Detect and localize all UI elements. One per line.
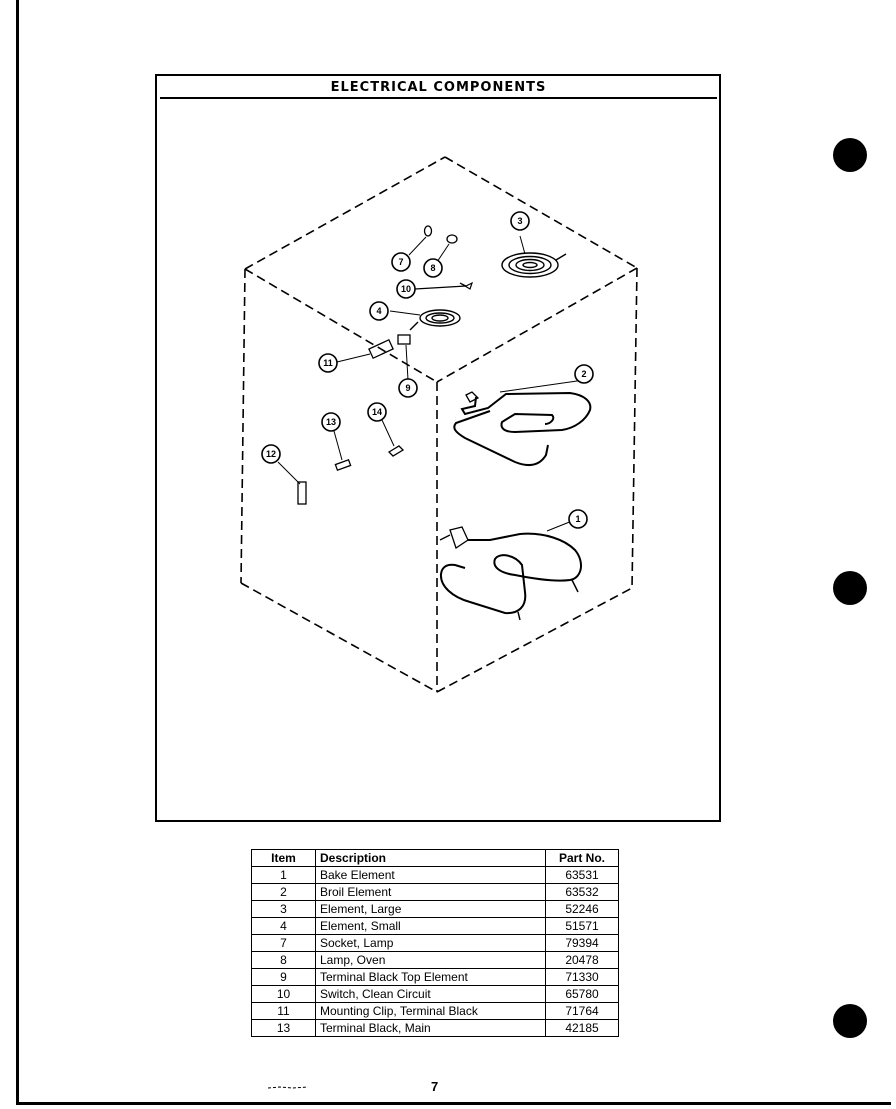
broil-element xyxy=(453,379,592,467)
cell-part-no: 71764 xyxy=(545,1002,619,1020)
cabinet-left-edge xyxy=(240,268,246,584)
cell-description: Socket, Lamp xyxy=(315,934,546,952)
cell-item: 9 xyxy=(251,968,316,986)
callout-circles xyxy=(261,211,594,529)
surface-element-large xyxy=(501,235,567,278)
cell-item: 7 xyxy=(251,934,316,952)
parts-table-header: Item Description Part No. xyxy=(251,849,619,867)
table-row: 9 Terminal Black Top Element 71330 xyxy=(251,968,619,986)
parts-table: Item Description Part No. 1 Bake Element… xyxy=(251,849,619,1037)
callout-8 xyxy=(423,258,443,278)
cell-part-no: 71330 xyxy=(545,968,619,986)
cell-description: Mounting Clip, Terminal Black xyxy=(315,1002,546,1020)
diagram-frame xyxy=(155,74,721,822)
callout-label-3: 3 xyxy=(517,216,522,226)
cabinet-top-back-left-edge xyxy=(244,156,446,270)
cell-description: Terminal Black, Main xyxy=(315,1019,546,1037)
header-description: Description xyxy=(315,849,546,867)
cell-part-no: 65780 xyxy=(545,985,619,1003)
page-number: 7 xyxy=(431,1079,439,1094)
callout-label-10: 10 xyxy=(401,284,411,294)
cell-item: 2 xyxy=(251,883,316,901)
cell-description: Terminal Black Top Element xyxy=(315,968,546,986)
cell-description: Broil Element xyxy=(315,883,546,901)
cabinet-right-edge xyxy=(631,267,638,589)
cell-item: 1 xyxy=(251,866,316,884)
callout-11 xyxy=(318,353,338,373)
cell-item: 13 xyxy=(251,1019,316,1037)
callout-label-8: 8 xyxy=(430,263,435,273)
table-row: 11 Mounting Clip, Terminal Black 71764 xyxy=(251,1002,619,1020)
callout-12 xyxy=(261,444,281,464)
cabinet-bottom-left-edge xyxy=(240,582,438,693)
cell-description: Element, Large xyxy=(315,900,546,918)
cell-part-no: 79394 xyxy=(545,934,619,952)
callout-14 xyxy=(367,402,387,422)
callout-10 xyxy=(396,279,416,299)
table-row: 8 Lamp, Oven 20478 xyxy=(251,951,619,969)
callout-label-1: 1 xyxy=(575,514,580,524)
cell-item: 11 xyxy=(251,1002,316,1020)
cell-part-no: 63532 xyxy=(545,883,619,901)
cell-item: 8 xyxy=(251,951,316,969)
cell-description: Switch, Clean Circuit xyxy=(315,985,546,1003)
punch-hole-bottom xyxy=(833,1004,867,1038)
callout-2 xyxy=(574,364,594,384)
table-row: 4 Element, Small 51571 xyxy=(251,917,619,935)
table-row: 10 Switch, Clean Circuit 65780 xyxy=(251,985,619,1003)
punch-hole-top xyxy=(833,138,867,172)
cell-description: Bake Element xyxy=(315,866,546,884)
cell-part-no: 52246 xyxy=(545,900,619,918)
callout-label-2: 2 xyxy=(581,369,586,379)
header-part-no: Part No. xyxy=(545,849,619,867)
cabinet-top-front-left-edge xyxy=(244,268,438,383)
surface-element-small xyxy=(389,309,461,331)
cabinet-top-front-right-edge xyxy=(436,267,638,383)
cell-item: 10 xyxy=(251,985,316,1003)
punch-hole-middle xyxy=(833,571,867,605)
callout-label-14: 14 xyxy=(372,407,382,417)
cabinet-top-back-right-edge xyxy=(444,156,638,269)
terminal-blocks-side xyxy=(277,419,405,505)
table-row: 7 Socket, Lamp 79394 xyxy=(251,934,619,952)
callout-3 xyxy=(510,211,530,231)
header-item: Item xyxy=(251,849,316,867)
cell-part-no: 20478 xyxy=(545,951,619,969)
callout-label-4: 4 xyxy=(376,306,381,316)
cabinet-bottom-right-edge xyxy=(436,587,633,693)
cell-part-no: 63531 xyxy=(545,866,619,884)
bake-element xyxy=(439,520,582,621)
cell-part-no: 51571 xyxy=(545,917,619,935)
table-row: 3 Element, Large 52246 xyxy=(251,900,619,918)
callout-label-12: 12 xyxy=(266,449,276,459)
cell-item: 3 xyxy=(251,900,316,918)
cell-description: Lamp, Oven xyxy=(315,951,546,969)
cell-part-no: 42185 xyxy=(545,1019,619,1037)
callout-7 xyxy=(391,252,411,272)
callout-label-11: 11 xyxy=(323,358,333,368)
table-row: 1 Bake Element 63531 xyxy=(251,866,619,884)
page-border xyxy=(16,0,891,1105)
socket-and-lamp xyxy=(408,225,458,263)
scan-smudge xyxy=(268,1086,309,1089)
callout-label-9: 9 xyxy=(405,383,410,393)
table-row: 2 Broil Element 63532 xyxy=(251,883,619,901)
cell-description: Element, Small xyxy=(315,917,546,935)
callout-4 xyxy=(369,301,389,321)
clean-circuit-switch xyxy=(414,281,474,290)
callout-1 xyxy=(568,509,588,529)
cell-item: 4 xyxy=(251,917,316,935)
callout-label-13: 13 xyxy=(326,417,336,427)
callout-9 xyxy=(398,378,418,398)
exploded-view-diagram: 1 2 3 4 7 8 9 10 11 12 13 14 xyxy=(240,156,638,693)
table-row: 13 Terminal Black, Main 42185 xyxy=(251,1019,619,1037)
terminal-blocks-top xyxy=(336,334,411,381)
callout-label-7: 7 xyxy=(398,257,403,267)
callout-13 xyxy=(321,412,341,432)
section-title: ELECTRICAL COMPONENTS xyxy=(160,78,717,99)
